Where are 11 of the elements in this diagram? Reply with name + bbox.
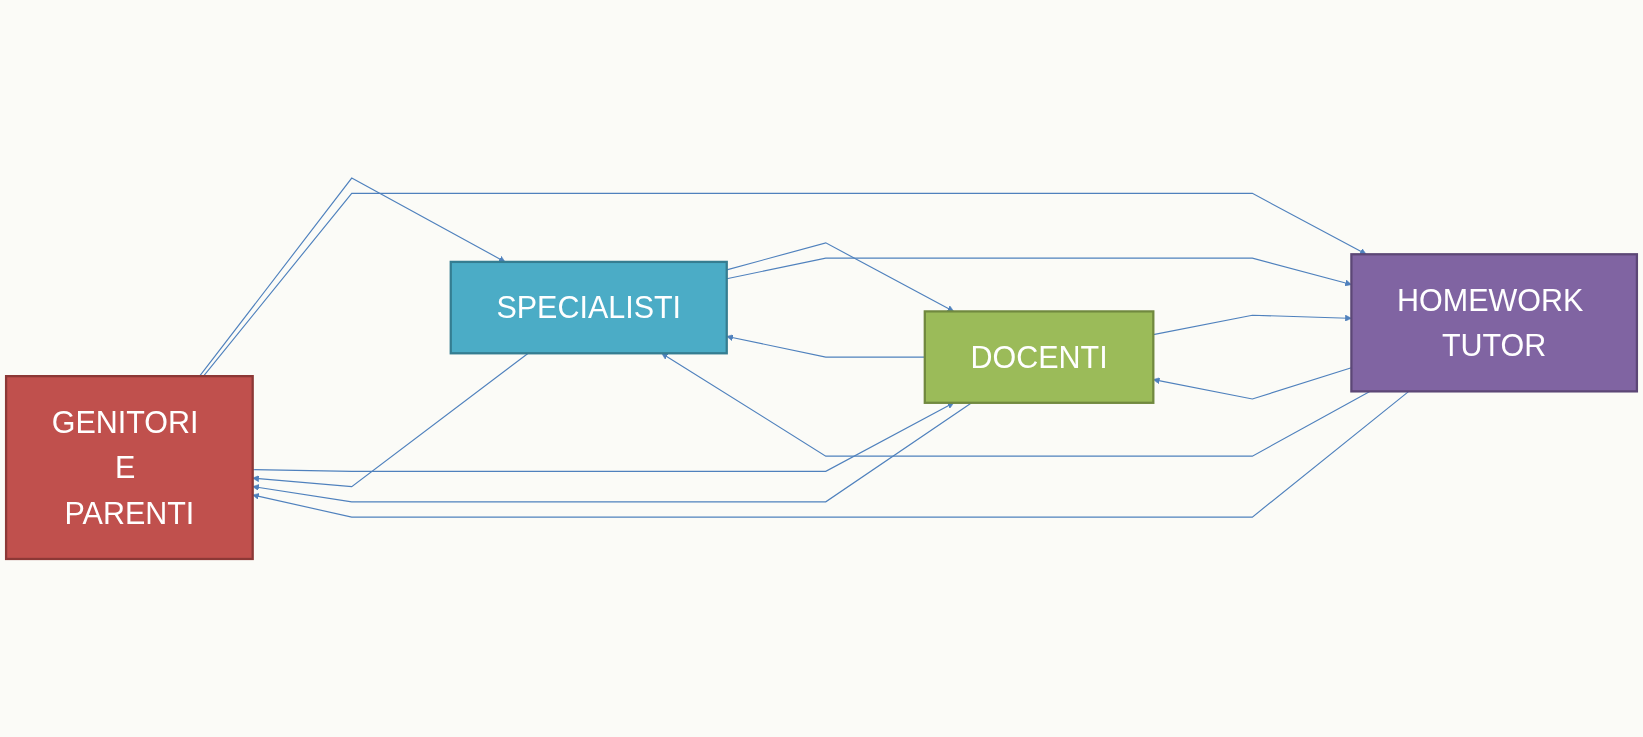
arrow (726, 242, 955, 312)
node-box: DOCENTI (923, 310, 1155, 404)
node-box: SPECIALISTI (449, 260, 728, 355)
arrow (252, 402, 973, 503)
arrow (1153, 367, 1352, 400)
node-box: HOMEWORK TUTOR (1350, 253, 1639, 393)
arrow (252, 402, 955, 472)
arrow (202, 192, 1367, 377)
arrow (726, 257, 1352, 287)
node-box: GENITORI E PARENTI (4, 374, 254, 561)
arrow (199, 177, 506, 377)
